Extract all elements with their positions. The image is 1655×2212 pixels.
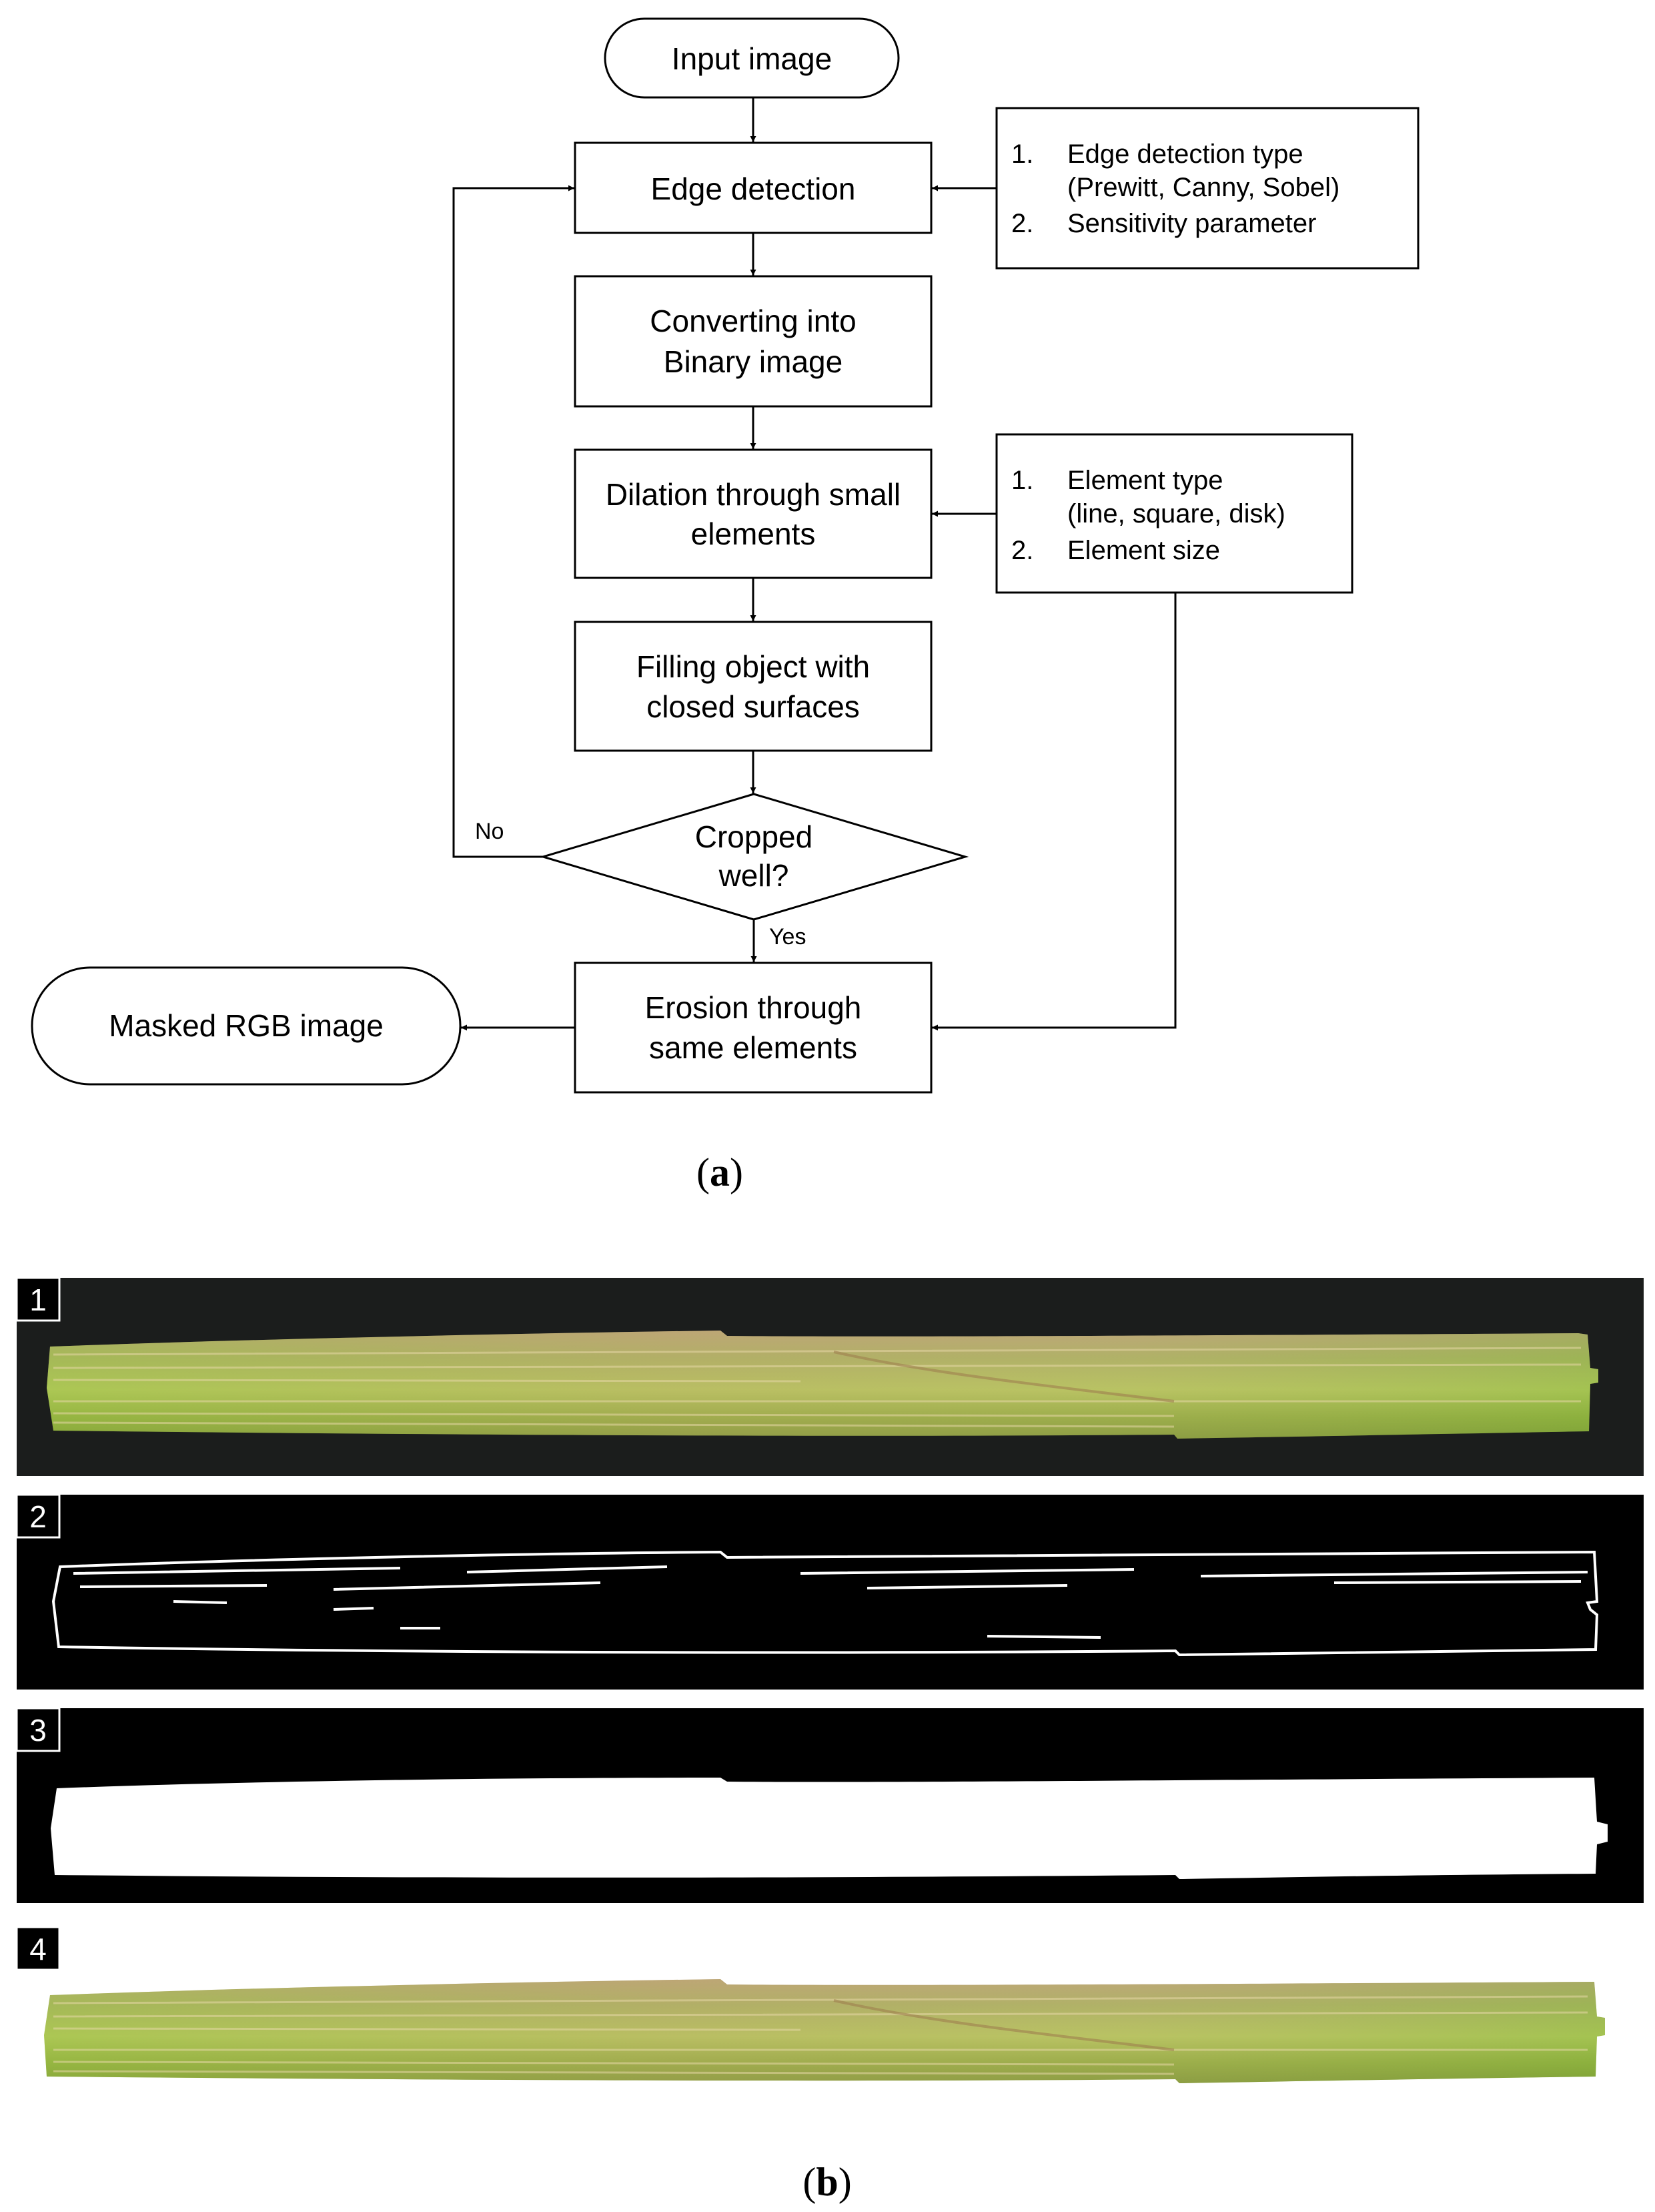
panel-filled-mask: 3 xyxy=(15,1707,1644,1903)
edge-params-box xyxy=(995,107,1420,270)
edge-param-1-line1: Edge detection type xyxy=(1067,139,1303,169)
edge-map-outline xyxy=(51,1550,1599,1657)
panel-2-background xyxy=(17,1495,1644,1690)
mask-shape xyxy=(51,1778,1608,1879)
arrow-element-params-to-erosion xyxy=(932,593,1177,1031)
start-shape xyxy=(604,17,900,99)
edge-detection-box xyxy=(574,141,933,234)
filling-label-line2: closed surfaces xyxy=(646,689,860,724)
stem-photo-tint xyxy=(47,1331,1598,1439)
stem-photo-sheath-edge xyxy=(833,1351,1175,1403)
branch-no-label: No xyxy=(475,819,504,844)
converting-label-line1: Converting into xyxy=(650,304,856,338)
panel-1-badge-label: 1 xyxy=(29,1282,47,1317)
edge-param-1-number: 1. xyxy=(1011,139,1033,169)
erosion-label-line1: Erosion through xyxy=(645,990,862,1025)
decision-label-line1: Cropped xyxy=(695,819,812,854)
dilation-step: Dilation through small elements xyxy=(574,448,933,579)
flowchart: Input image Edge detection Converting in… xyxy=(31,17,1420,1194)
converting-step: Converting into Binary image xyxy=(574,275,933,408)
panel-3-badge-label: 3 xyxy=(29,1713,47,1748)
panel-original-photo: 1 xyxy=(15,1276,1644,1476)
end-shape xyxy=(31,966,462,1086)
element-param-2-line1: Element size xyxy=(1067,536,1220,565)
filling-label-line1: Filling object with xyxy=(636,649,870,684)
masked-stem-fibers xyxy=(53,1995,1588,2075)
element-param-1-line1: Element type xyxy=(1067,466,1223,495)
masked-stem-tint xyxy=(44,1979,1605,2083)
decision-step: Cropped well? xyxy=(539,793,969,921)
converting-box xyxy=(574,275,933,408)
arrow-decision-no-loop xyxy=(452,185,574,858)
decision-diamond xyxy=(539,793,969,921)
element-param-1-line2: (line, square, disk) xyxy=(1067,499,1285,528)
panel-3-badge xyxy=(15,1707,61,1752)
edge-params-note: 1. Edge detection type (Prewitt, Canny, … xyxy=(995,107,1420,270)
edge-detection-label: Edge detection xyxy=(651,171,856,206)
element-param-1-number: 1. xyxy=(1011,466,1033,495)
dilation-box xyxy=(574,448,933,579)
erosion-label-line2: same elements xyxy=(649,1030,857,1065)
element-params-note: 1. Element type (line, square, disk) 2. … xyxy=(995,433,1353,594)
edge-param-1-line2: (Prewitt, Canny, Sobel) xyxy=(1067,173,1339,202)
decision-label-line2: well? xyxy=(718,858,789,893)
edge-detection-step: Edge detection xyxy=(574,141,933,234)
panels: 1 2 3 xyxy=(15,1276,1644,2204)
caption-b: (b) xyxy=(802,2160,851,2204)
end-label: Masked RGB image xyxy=(109,1008,384,1043)
edge-param-2-number: 2. xyxy=(1011,209,1033,238)
caption-a: (a) xyxy=(696,1150,743,1194)
panel-4-badge-label: 4 xyxy=(29,1932,47,1966)
erosion-box xyxy=(574,962,933,1094)
panel-masked-rgb: 4 xyxy=(15,1925,1644,2125)
filling-step: Filling object with closed surfaces xyxy=(574,621,933,752)
end-terminator: Masked RGB image xyxy=(31,966,462,1086)
stem-photo xyxy=(47,1331,1598,1439)
start-terminator: Input image xyxy=(604,17,900,99)
start-label: Input image xyxy=(672,41,832,76)
masked-stem-sheath-edge xyxy=(833,1999,1175,2051)
dilation-label-line2: elements xyxy=(691,516,816,551)
branch-yes-label: Yes xyxy=(769,924,806,950)
element-param-2-number: 2. xyxy=(1011,536,1033,565)
stem-photo-fibers xyxy=(53,1347,1582,1428)
dilation-label-line1: Dilation through small xyxy=(606,477,901,512)
masked-stem xyxy=(44,1979,1605,2083)
edge-param-2-line1: Sensitivity parameter xyxy=(1067,209,1316,238)
element-params-box xyxy=(995,433,1353,594)
connectors xyxy=(452,97,1177,1031)
converting-label-line2: Binary image xyxy=(664,344,843,379)
panel-2-badge xyxy=(15,1493,61,1539)
panel-4-badge xyxy=(15,1926,61,1971)
erosion-step: Erosion through same elements xyxy=(574,962,933,1094)
panel-2-badge-label: 2 xyxy=(29,1499,47,1534)
panel-1-badge xyxy=(15,1276,61,1322)
filling-box xyxy=(574,621,933,752)
panel-edge-map: 2 xyxy=(15,1493,1644,1690)
